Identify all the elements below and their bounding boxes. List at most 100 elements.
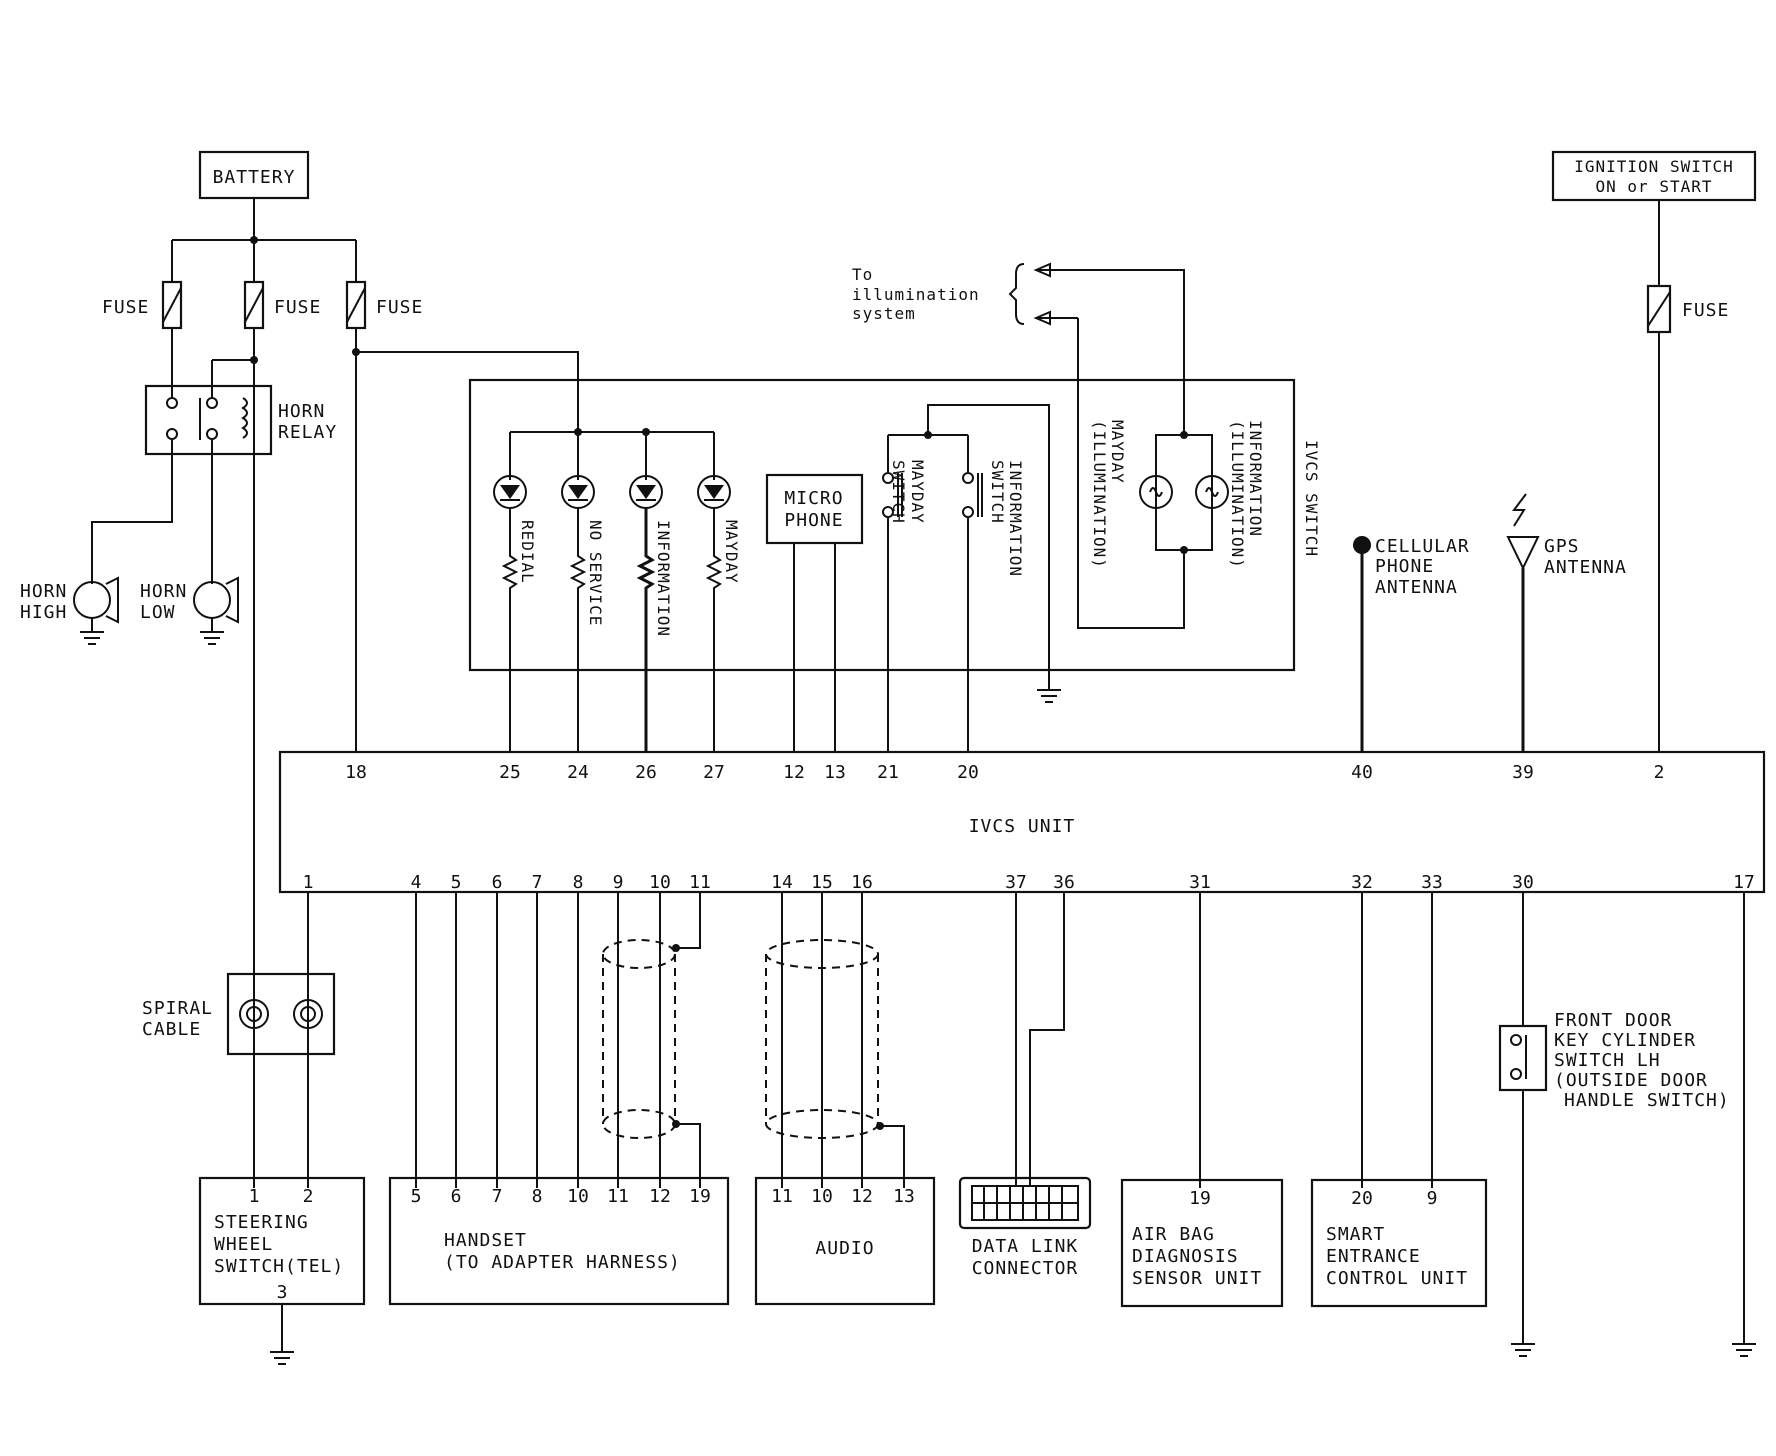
airbag-label-1: AIR BAG	[1132, 1224, 1215, 1245]
connector-pin: 11	[771, 1186, 793, 1207]
gps-antenna: GPS ANTENNA	[1506, 493, 1627, 752]
fuse-label: FUSE	[274, 297, 321, 318]
information-illum-label-1: INFORMATION	[1246, 420, 1265, 537]
fuse-1: FUSE	[102, 280, 183, 330]
cellular-label-3: ANTENNA	[1375, 577, 1458, 598]
unit-pin-label: 21	[877, 762, 899, 783]
unit-pin-label: 9	[613, 872, 624, 893]
unit-pin-label: 11	[689, 872, 711, 893]
unit-pin-label: 39	[1512, 762, 1534, 783]
ignition-switch: IGNITION SWITCH ON or START	[1551, 150, 1757, 202]
spiral-cable: SPIRAL CABLE	[142, 972, 336, 1056]
fuse-label: FUSE	[1682, 300, 1729, 321]
cellular-antenna: CELLULAR PHONE ANTENNA	[1353, 536, 1470, 752]
connector-pin: 11	[607, 1186, 629, 1207]
connector-pin: 7	[492, 1186, 503, 1207]
horn-low-label-2: LOW	[140, 602, 176, 623]
ground-symbol	[1037, 689, 1061, 703]
ignition-label-1: IGNITION SWITCH	[1574, 157, 1734, 176]
front-door-switch: FRONT DOOR KEY CYLINDER SWITCH LH (OUTSI…	[1498, 892, 1730, 1357]
front-door-label-3: SWITCH LH	[1554, 1050, 1661, 1071]
unit-pin-label: 31	[1189, 872, 1211, 893]
fuse-ignition: FUSE	[1646, 284, 1729, 334]
unit-pin-label: 18	[345, 762, 367, 783]
led-mayday: MAYDAY	[697, 432, 741, 752]
mayday-illum-label-2: (ILLUMINATION)	[1090, 420, 1109, 569]
smart-label-3: CONTROL UNIT	[1326, 1268, 1468, 1289]
unit-pin-label: 13	[824, 762, 846, 783]
spiral-label-1: SPIRAL	[142, 998, 213, 1019]
horn-relay: HORN RELAY	[144, 328, 337, 458]
gps-label-2: ANTENNA	[1544, 557, 1627, 578]
audio-label: AUDIO	[815, 1238, 874, 1259]
unit-pin-label: 37	[1005, 872, 1027, 893]
gps-label-1: GPS	[1544, 536, 1580, 557]
connector-pin: 10	[567, 1186, 589, 1207]
unit-pin-label: 24	[567, 762, 589, 783]
information-switch: INFORMATION SWITCH	[962, 435, 1025, 752]
handset-connector: HANDSET (TO ADAPTER HARNESS)	[388, 892, 730, 1306]
connector-pin: 19	[689, 1186, 711, 1207]
unit-pin-label: 8	[573, 872, 584, 893]
airbag-connector: 19 AIR BAG DIAGNOSIS SENSOR UNIT	[1120, 892, 1284, 1308]
connector-pin: 10	[811, 1186, 833, 1207]
data-link-connector: DATA LINK CONNECTOR	[958, 892, 1092, 1279]
ivcs-unit-label: IVCS UNIT	[969, 816, 1076, 837]
led-no-service: NO SERVICE	[561, 432, 605, 752]
battery-label: BATTERY	[213, 167, 296, 188]
unit-pin-label: 16	[851, 872, 873, 893]
spiral-label-2: CABLE	[142, 1019, 201, 1040]
horn-low-label-1: HORN	[140, 581, 187, 602]
horn-relay-label-2: RELAY	[278, 422, 337, 443]
unit-pin-label: 12	[783, 762, 805, 783]
cellular-label-2: PHONE	[1375, 556, 1434, 577]
illumination-label-1: To	[852, 265, 873, 284]
led-information: INFORMATION	[629, 432, 673, 752]
mayday-switch-label-1: MAYDAY	[908, 460, 927, 524]
information-switch-label-1: INFORMATION	[1006, 460, 1025, 577]
illumination-label-2: illumination	[852, 285, 980, 304]
microphone-label-2: PHONE	[784, 510, 843, 531]
connector-pin: 3	[277, 1282, 288, 1303]
connector-pin: 9	[1427, 1188, 1438, 1209]
unit-pin-label: 4	[411, 872, 422, 893]
unit-pin-label: 26	[635, 762, 657, 783]
unit-pin-label: 36	[1053, 872, 1075, 893]
smart-entrance-connector: 20 9 SMART ENTRANCE CONTROL UNIT	[1310, 892, 1488, 1308]
unit-pin-label: 10	[649, 872, 671, 893]
fuse-2: FUSE	[243, 280, 321, 330]
steering-label-2: WHEEL	[214, 1234, 273, 1255]
connector-pin: 5	[411, 1186, 422, 1207]
fuse-label: FUSE	[102, 297, 149, 318]
mayday-switch: MAYDAY SWITCH	[882, 435, 927, 752]
unit-pin-label: 17	[1733, 872, 1755, 893]
steering-label-1: STEERING	[214, 1212, 309, 1233]
unit-pin-label: 20	[957, 762, 979, 783]
pin17-ground	[1732, 892, 1756, 1357]
connector-pin: 12	[649, 1186, 671, 1207]
unit-pin-label: 2	[1654, 762, 1665, 783]
horn-high: HORN HIGH	[20, 576, 119, 645]
unit-pin-label: 1	[303, 872, 314, 893]
microphone-label-1: MICRO	[784, 488, 843, 509]
cellular-label-1: CELLULAR	[1375, 536, 1470, 557]
connector-pin: 20	[1351, 1188, 1373, 1209]
unit-pin-label: 14	[771, 872, 793, 893]
airbag-label-2: DIAGNOSIS	[1132, 1246, 1239, 1267]
ignition-label-2: ON or START	[1596, 177, 1713, 196]
audio-connector: AUDIO	[754, 892, 936, 1306]
unit-pin-label: 6	[492, 872, 503, 893]
mayday-switch-label-2: SWITCH	[889, 460, 908, 524]
front-door-label-5: HANDLE SWITCH)	[1564, 1090, 1730, 1111]
unit-pin-label: 30	[1512, 872, 1534, 893]
led-label: MAYDAY	[722, 520, 741, 584]
fuse-3: FUSE	[345, 280, 422, 330]
unit-pin-label: 25	[499, 762, 521, 783]
horn-low: HORN LOW	[140, 576, 239, 645]
airbag-label-3: SENSOR UNIT	[1132, 1268, 1262, 1289]
handset-label-1: HANDSET	[444, 1230, 527, 1251]
led-label: NO SERVICE	[586, 520, 605, 626]
